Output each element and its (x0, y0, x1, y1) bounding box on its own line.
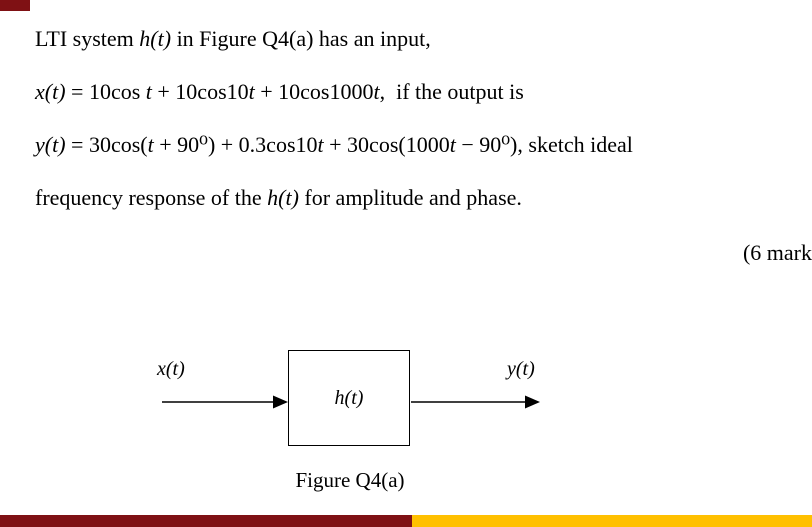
math-variable: t (317, 131, 324, 157)
output-arrow (411, 395, 540, 409)
text-segment: + 10cos10 (151, 78, 249, 104)
top-left-accent-bar (0, 0, 30, 11)
system-block: h(t) (288, 350, 410, 446)
marks-label: (6 mark (742, 240, 812, 265)
system-block-label: h(t) (334, 386, 364, 409)
question-line-4: frequency response of the h(t) for ampli… (35, 171, 812, 224)
text-segment: − 90⁰), sketch ideal (455, 131, 633, 157)
math-variable: t (373, 78, 380, 104)
math-variable: t (248, 78, 255, 104)
text-segment: + 90⁰) + 0.3cos10 (153, 131, 318, 157)
math-expression: x(t) (35, 78, 66, 104)
text-segment: + 10cos1000 (254, 78, 374, 104)
bottom-bar-maroon-segment (0, 515, 412, 527)
text-segment: in Figure Q4(a) has an input, (171, 25, 431, 51)
question-line-1: LTI system h(t) in Figure Q4(a) has an i… (35, 12, 812, 65)
text-segment: = 30cos( (65, 131, 148, 157)
bottom-bar-gold-segment (412, 515, 812, 527)
math-variable: t (449, 131, 456, 157)
text-segment: frequency response of the (35, 184, 268, 210)
question-text: LTI system h(t) in Figure Q4(a) has an i… (35, 12, 812, 224)
input-signal-label: x(t) (157, 358, 185, 380)
output-signal-label: y(t) (507, 358, 535, 380)
text-segment: LTI system (35, 25, 140, 51)
input-arrow (162, 395, 288, 409)
text-segment: for amplitude and phase. (298, 184, 522, 210)
math-expression: h(t) (267, 184, 299, 210)
text-segment: = 10cos (65, 78, 146, 104)
bottom-accent-bar (0, 515, 812, 527)
math-variable: t (147, 131, 154, 157)
math-expression: h(t) (139, 25, 172, 51)
math-expression: y(t) (35, 131, 66, 157)
figure-caption: Figure Q4(a) (295, 468, 405, 492)
math-variable: t (145, 78, 152, 104)
text-segment: , if the output is (379, 78, 524, 104)
text-segment: + 30cos(1000 (323, 131, 450, 157)
